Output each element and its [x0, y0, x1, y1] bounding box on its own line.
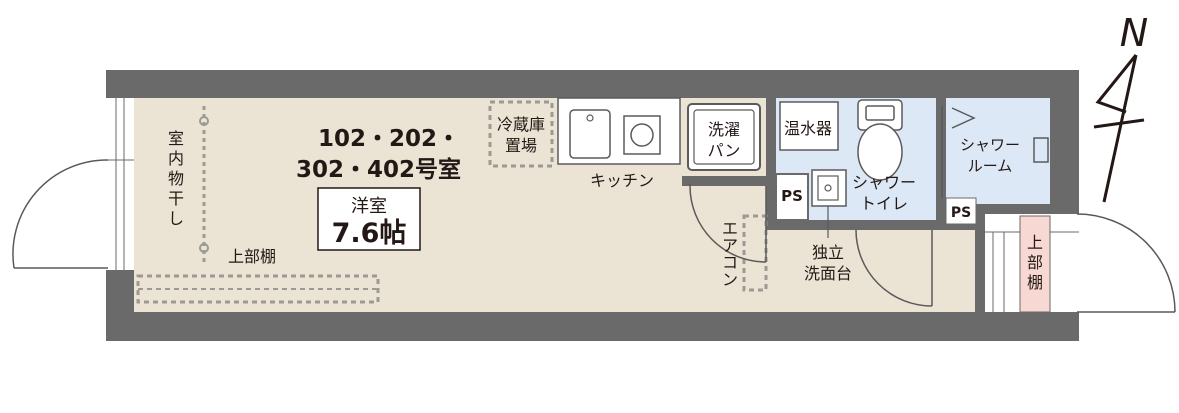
- north-arrow-icon: [1093, 54, 1145, 203]
- wall: [1050, 98, 1079, 214]
- ps-label-left: PS: [781, 187, 803, 205]
- entry-door-swing: [1076, 213, 1176, 313]
- entry-shelf: [1019, 215, 1051, 313]
- svg-text:エ: エ: [722, 219, 738, 238]
- ps-box-right: [945, 197, 977, 225]
- wall: [766, 98, 776, 230]
- fridge-space: [488, 100, 554, 168]
- wall: [936, 98, 946, 230]
- washer-pan: [687, 103, 761, 171]
- shower-toilet-label-1: シャワー: [852, 173, 916, 192]
- shower-room-label-1: シャワー: [960, 136, 1020, 154]
- svg-text:ン: ン: [722, 270, 738, 289]
- wall: [682, 176, 768, 186]
- svg-text:物: 物: [168, 169, 184, 188]
- svg-text:内: 内: [168, 149, 184, 168]
- svg-text:し: し: [168, 209, 184, 228]
- room-type-label: 洋室: [351, 196, 387, 217]
- ps-label-right: PS: [951, 205, 971, 221]
- hallway-floor: [682, 230, 979, 312]
- washer-label-2: パン: [708, 141, 741, 160]
- kitchen-sink: [569, 109, 611, 159]
- left-door-swing: [12, 159, 109, 269]
- kitchen-label: キッチン: [590, 171, 654, 190]
- svg-text:上: 上: [1027, 233, 1043, 252]
- wall: [975, 214, 985, 312]
- shower-room-area: [946, 98, 1050, 204]
- ps-box-left: [775, 173, 809, 221]
- svg-text:ア: ア: [722, 236, 738, 255]
- wall: [766, 220, 936, 230]
- vanity-label-2: 洗面台: [804, 264, 852, 283]
- entry-shelf-label: 上 部 棚: [1027, 233, 1043, 292]
- svg-text:干: 干: [168, 189, 184, 208]
- toilet-door-swing: [689, 184, 767, 263]
- wall: [946, 204, 1050, 214]
- drying-label: 室 内 物 干 し: [168, 129, 184, 228]
- upper-shelf-outline: [136, 274, 380, 304]
- upper-shelf-label: 上部棚: [228, 247, 276, 266]
- left-opening: [106, 98, 134, 270]
- shower-room-label-2: ルーム: [968, 157, 1013, 175]
- svg-text:部: 部: [1027, 253, 1043, 272]
- fridge-label-1: 冷蔵庫: [497, 115, 545, 134]
- shower-fixture: [941, 106, 1049, 198]
- aircon-label: エ ア コ ン: [722, 219, 738, 289]
- svg-text:棚: 棚: [1027, 273, 1043, 292]
- washer-label-1: 洗濯: [708, 120, 740, 139]
- vanity-sink: [811, 169, 847, 207]
- unit-title-line2: 302・402号室: [296, 156, 461, 183]
- water-heater: [779, 101, 839, 151]
- kitchen-counter: [557, 97, 681, 165]
- svg-text:コ: コ: [722, 253, 738, 272]
- vanity-label-1: 独立: [812, 243, 844, 262]
- room-size-label: 7.6帖: [332, 218, 407, 249]
- toilet: [857, 99, 903, 181]
- water-heater-label: 温水器: [784, 119, 832, 138]
- room-size-box: [317, 187, 421, 251]
- unit-title-line1: 102・202・: [318, 126, 460, 152]
- svg-text:室: 室: [168, 129, 184, 148]
- shower-toilet-label-2: トイレ: [860, 194, 908, 213]
- fridge-label-2: 置場: [505, 136, 537, 155]
- north-label: N: [1120, 11, 1148, 55]
- kitchen-stove: [623, 115, 661, 155]
- washroom-door-swing: [855, 229, 933, 307]
